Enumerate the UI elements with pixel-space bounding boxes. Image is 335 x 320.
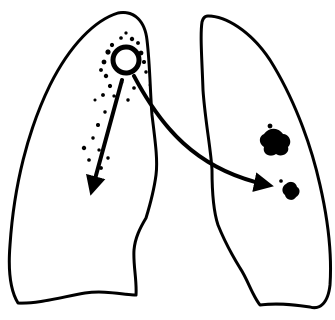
spread-lesion-lower-dot xyxy=(279,179,283,183)
left-lung-outline xyxy=(201,16,330,308)
primary-lesion xyxy=(113,47,139,73)
spread-lesion-upper-dot xyxy=(268,124,273,129)
arrow-to-lower-right-lung xyxy=(92,80,122,190)
spread-lesion-lower xyxy=(282,182,299,200)
spread-lesion-upper xyxy=(260,129,290,156)
